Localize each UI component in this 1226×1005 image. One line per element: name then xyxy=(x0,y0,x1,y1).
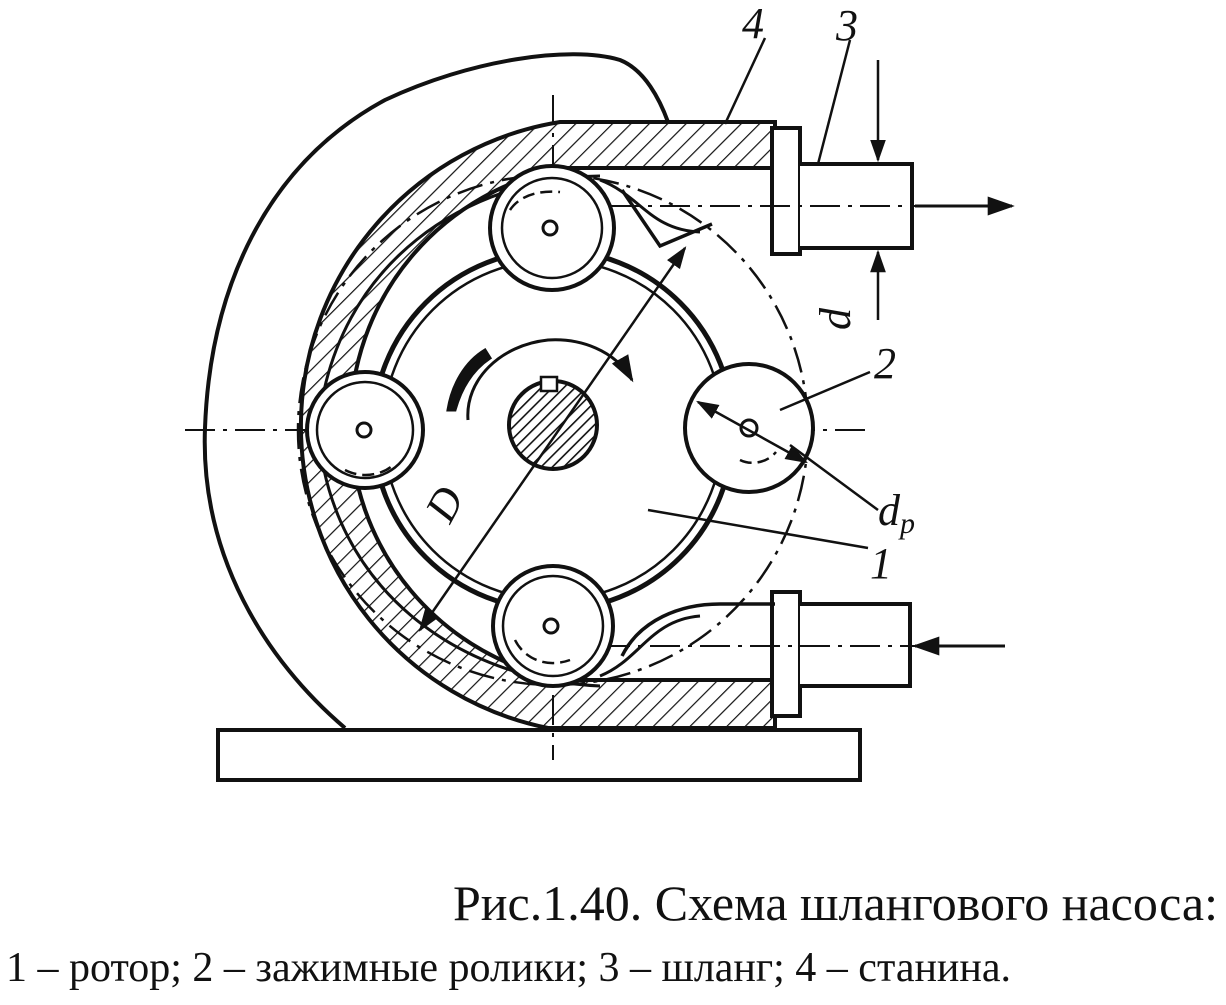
figure-caption-legend: 1 – ротор; 2 – зажимные ролики; 3 – шлан… xyxy=(6,945,1012,991)
shaft-key xyxy=(539,375,559,393)
label-rotor: 1 xyxy=(870,539,892,588)
roller-right xyxy=(683,362,815,494)
frame-section xyxy=(298,120,777,730)
label-rollers: 2 xyxy=(874,339,896,388)
leader-lines xyxy=(647,37,879,550)
roller-left xyxy=(305,370,425,490)
label-roller-diameter-main: d xyxy=(878,486,901,535)
label-hose: 3 xyxy=(835,1,858,50)
hose-guide-bottom xyxy=(620,602,775,657)
label-frame: 4 xyxy=(742,0,764,48)
outlet-flange xyxy=(770,126,802,256)
roller-diameter-dimension xyxy=(696,400,808,464)
roller-bottom xyxy=(491,564,615,688)
rotor-diameter-dimension xyxy=(418,246,687,632)
label-roller-diameter: dp xyxy=(878,486,915,540)
label-roller-diameter-sub: p xyxy=(898,507,915,540)
roller-top xyxy=(488,164,616,292)
frame-outer-casing xyxy=(202,52,670,730)
figure-caption-title: Рис.1.40. Схема шлангового насоса: xyxy=(452,875,1218,931)
inlet-flange xyxy=(770,590,802,718)
hose-guide-top xyxy=(620,189,713,249)
base-plate xyxy=(216,728,862,782)
hose-pump-diagram: 4 3 2 1 d D dp xyxy=(185,0,1015,782)
label-hose-diameter: d xyxy=(811,307,860,330)
